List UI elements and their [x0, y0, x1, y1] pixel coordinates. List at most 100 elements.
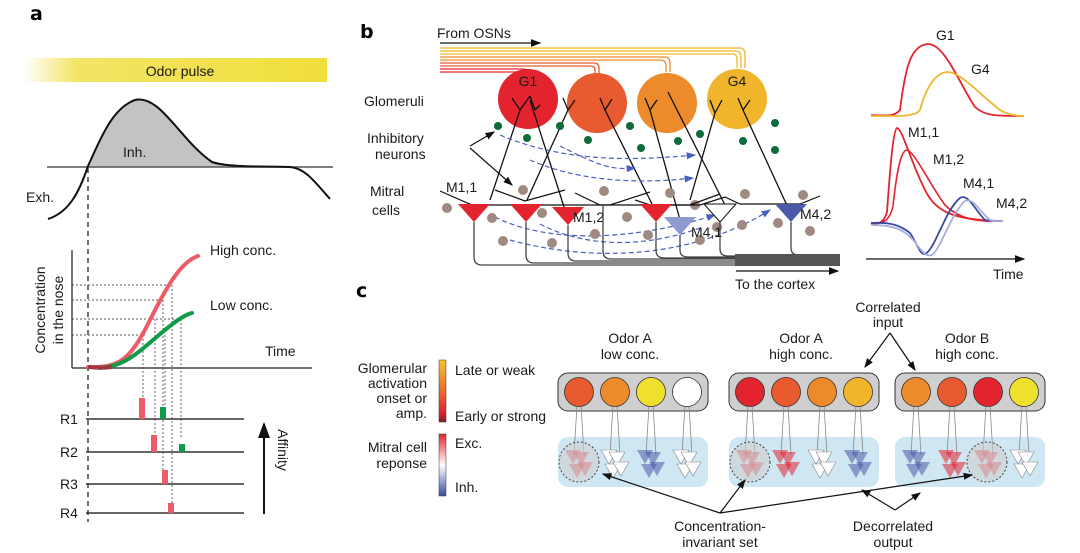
- inhibitory-label-2: neurons: [375, 146, 426, 162]
- mitral-cell-triangle: [649, 462, 665, 476]
- glom-mitral-wire: [946, 404, 958, 456]
- legend-glom-line: Glomerular: [358, 360, 428, 376]
- legend-mitral-line: Mitral cell: [368, 439, 427, 455]
- granule-cells-brown: [442, 185, 815, 248]
- granule-cell: [487, 213, 497, 223]
- inhalation-area: [88, 99, 290, 167]
- trace-label-g1: G1: [936, 27, 955, 43]
- glomeruli-label: Glomeruli: [364, 93, 424, 109]
- mitral-label-m42: M4,2: [800, 206, 831, 222]
- odor-pulse-bar: [24, 58, 327, 82]
- response-bar-r2-low: [179, 444, 185, 452]
- response-bar-r1-high: [139, 398, 145, 419]
- granule-cell: [740, 189, 750, 199]
- correlated-arrow-right: [889, 332, 916, 371]
- traces-plot: G1 G4 M1,1 M1,2 M4,1 M4,2 Time: [866, 27, 1027, 282]
- decorrelated-arrow-left: [860, 489, 896, 511]
- mitral-cell-triangle: [910, 452, 926, 466]
- glomeruli-box: [557, 372, 709, 412]
- inhibitory-arrow-2: [469, 147, 513, 186]
- correlated-arrow-left: [864, 332, 891, 368]
- invariant-set-circle: [966, 441, 1008, 483]
- mitral-box: [558, 437, 708, 487]
- legend-glom-colorbar: [438, 359, 447, 423]
- granule-cell: [665, 188, 675, 198]
- mitral-axon: [679, 235, 840, 258]
- decorrelated-arrow-right: [894, 492, 921, 511]
- mitral-axon: [525, 222, 840, 264]
- condition-title-2: low conc.: [601, 346, 659, 362]
- glomeruli-box: [728, 372, 880, 412]
- conc-ylabel-2: in the nose: [50, 276, 66, 345]
- invariant-label-2: invariant set: [682, 534, 758, 550]
- glomerulus-circle: [1009, 377, 1039, 407]
- inhibitory-neuron: [739, 137, 747, 145]
- granule-cell: [537, 208, 547, 218]
- breathing-trace: [47, 98, 331, 220]
- invariant-set-circle: [558, 441, 600, 483]
- glom-mitral-wire: [852, 404, 864, 456]
- inhibitory-neuron: [771, 146, 779, 154]
- osn-axon: [440, 62, 600, 74]
- legend-glom-top: Late or weak: [455, 362, 536, 378]
- mitral-soma-m41: [664, 217, 696, 235]
- granule-cell: [599, 186, 609, 196]
- affinity-label: Affinity: [275, 429, 291, 471]
- trace-g4: [870, 71, 1025, 117]
- trace-m11: [870, 127, 1001, 225]
- glom-mitral-wire: [910, 404, 922, 456]
- trace-label-m11: M1,1: [908, 124, 939, 140]
- lateral-dendrites: [439, 189, 821, 206]
- lateral-inhibition-arcs: [494, 134, 772, 254]
- lateral-arc: [529, 159, 695, 183]
- dendrite: [689, 99, 723, 201]
- mitral-soma: [702, 203, 738, 223]
- mitral-cell-triangle: [680, 451, 698, 467]
- response-bar-r1-low: [160, 407, 166, 419]
- granule-cell: [798, 190, 808, 200]
- mitral-cell-triangle: [612, 461, 630, 477]
- legend-mitral-colorbar: [438, 433, 447, 497]
- mitral-cell-triangle: [856, 462, 872, 476]
- receptor-label-r3: R3: [60, 476, 78, 492]
- glomerulus-circle: [901, 377, 931, 407]
- trace-m12: [870, 149, 1001, 225]
- condition-title-2: high conc.: [935, 346, 999, 362]
- curve-overlap: [87, 365, 113, 370]
- glomerulus-circle: [636, 377, 666, 407]
- glomerulus-circle: [843, 377, 873, 407]
- glom-mitral-wire: [1018, 404, 1030, 456]
- glomerulus-circle: [672, 377, 702, 407]
- osn-axon: [440, 53, 738, 68]
- mitral-label-2: cells: [372, 202, 400, 218]
- panel-a: a Odor pulse Inh. Exh. Concentration in …: [24, 3, 333, 522]
- response-bar-r3-high: [162, 470, 168, 484]
- legend-glom-bottom: Early or strong: [455, 408, 546, 424]
- inhibitory-neuron: [556, 122, 564, 130]
- osn-axon: [440, 65, 596, 74]
- mitral-cell-triangle: [950, 462, 966, 476]
- glomerulus-circle: [600, 377, 630, 407]
- correlated-label-1: Correlated: [855, 299, 920, 315]
- glomerulus-circle: [564, 377, 594, 407]
- trace-label-m12: M1,2: [933, 151, 964, 167]
- from-osns-label: From OSNs: [437, 25, 511, 41]
- panel-label-b: b: [360, 21, 374, 43]
- glom-mitral-wire: [816, 404, 828, 456]
- panel-c: c Glomerular activation onset or amp. La…: [356, 280, 1046, 550]
- lateral-olfactory-tract: [735, 254, 840, 266]
- granule-cell: [695, 235, 705, 245]
- trace-label-g4: G4: [971, 61, 990, 77]
- granule-cell: [643, 230, 653, 240]
- glomerulus-label-g1: G1: [519, 73, 538, 89]
- mitral-cell-triangle: [645, 452, 661, 466]
- inhibitory-neuron: [523, 134, 531, 142]
- inhibitory-neuron: [637, 144, 645, 152]
- time-axis-label: Time: [993, 266, 1024, 282]
- invariant-set-circle: [729, 441, 771, 483]
- mitral-soma-m42: [775, 204, 807, 222]
